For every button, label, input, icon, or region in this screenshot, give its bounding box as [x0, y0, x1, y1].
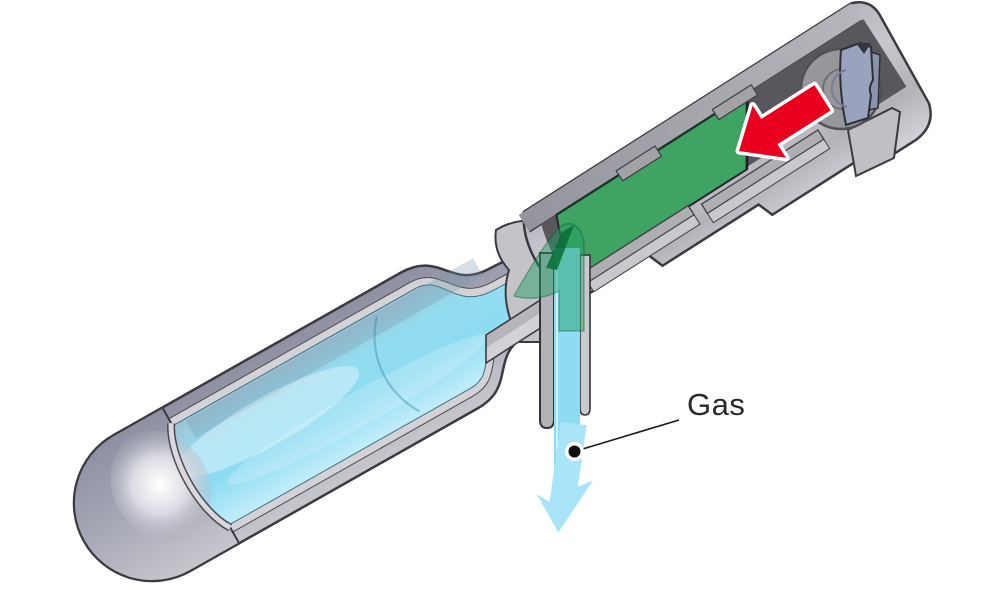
end-cap-rim-face [168, 423, 232, 530]
press-direction-arrow-shape [735, 81, 835, 162]
gas-leader-line [575, 419, 680, 452]
liquid-ball-arc [373, 315, 421, 413]
gas-tube-left-wall [539, 252, 555, 430]
top-guide-tab [615, 145, 663, 182]
end-cap-assembly [799, 41, 902, 178]
press-direction-arrow [735, 81, 835, 162]
end-cap-gloss [110, 430, 212, 543]
piston-tip-wedge [546, 225, 574, 270]
slate-cap-inner-arc [830, 69, 848, 108]
gas-label-text: Gas [687, 387, 746, 422]
gas-capsule [72, 250, 560, 583]
top-guide-tab-2 [711, 83, 759, 121]
piston-flow-arrow-shape [512, 222, 585, 332]
gas-annotation [565, 419, 680, 461]
piston-flow-arrow [512, 222, 585, 332]
slate-corner-wedge [856, 43, 871, 54]
liquid-sheen [174, 366, 360, 478]
gas-flow-arrow-shape [536, 421, 593, 533]
beam-inner-face [486, 290, 556, 348]
beam-outer-face [486, 303, 556, 363]
liquid-top-shade [185, 258, 483, 439]
housing-top-band [518, 3, 862, 232]
gas-flow-arrow [536, 421, 593, 533]
gas-tube-right-wall [579, 254, 591, 416]
gas-label: Gas [687, 387, 746, 422]
liquid-sheen-2 [226, 334, 489, 485]
slate-cap [839, 41, 875, 127]
gas-label-dot [568, 445, 581, 458]
rail-lower-face-2 [706, 138, 831, 224]
